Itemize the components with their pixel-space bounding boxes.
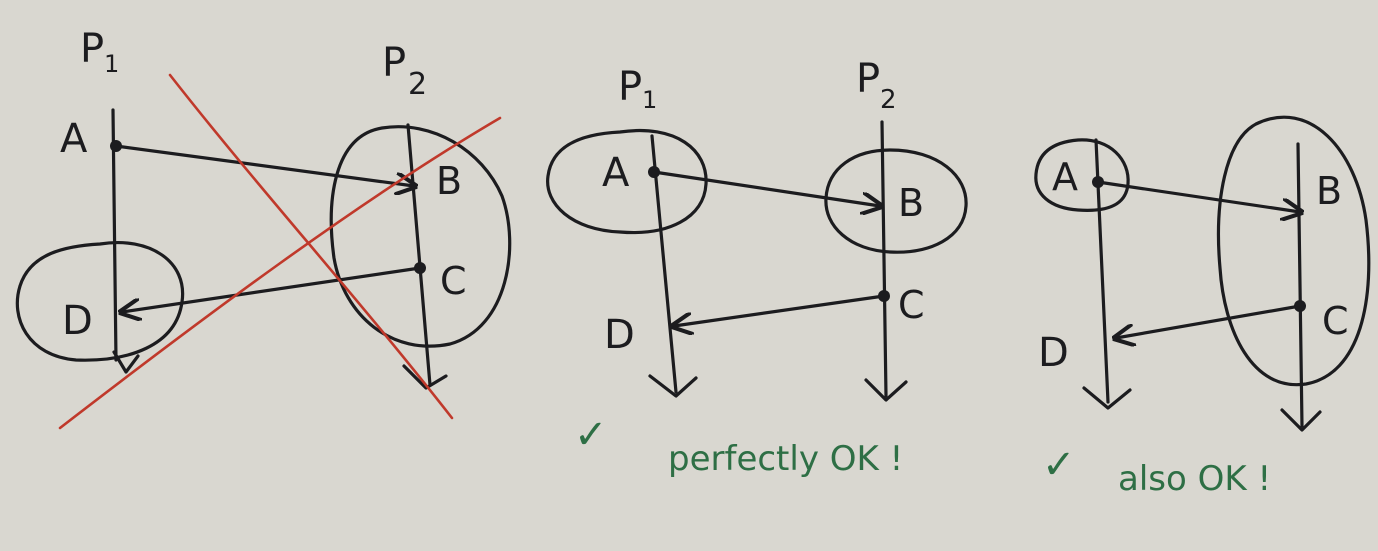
cut-ellipse-b-middle xyxy=(824,148,968,254)
p1-timeline-arrowhead-right xyxy=(1082,386,1132,410)
checkmark-right: ✓ xyxy=(1042,442,1076,488)
event-c-label-middle: C xyxy=(898,283,925,327)
p1-subscript-middle: 1 xyxy=(642,86,657,114)
diagram-left: P 1 P 2 A B C D xyxy=(15,26,512,430)
p1-timeline-arrowhead-middle xyxy=(648,374,698,398)
verdict-middle: perfectly OK ! xyxy=(668,439,903,479)
p2-timeline-right xyxy=(1296,142,1304,428)
checkmark-middle: ✓ xyxy=(574,412,608,458)
diagram-right: A B C D ✓ also OK ! xyxy=(1034,115,1371,499)
p1-timeline-left xyxy=(111,108,118,362)
event-b-label-middle: B xyxy=(898,181,924,225)
message-c-to-d-left xyxy=(122,266,422,312)
event-a-label-left: A xyxy=(60,116,88,162)
p2-subscript-left: 2 xyxy=(408,67,427,102)
cut-ellipse-a-middle xyxy=(546,129,708,235)
event-d-label-middle: D xyxy=(604,312,635,358)
p1-timeline-middle xyxy=(650,134,678,394)
p1-subscript-left: 1 xyxy=(104,50,119,78)
cross-out-line-2 xyxy=(58,116,502,430)
cut-ellipse-bc-right xyxy=(1216,115,1371,387)
verdict-right: also OK ! xyxy=(1118,459,1271,499)
message-a-to-b-middle xyxy=(652,170,880,206)
event-d-label-right: D xyxy=(1038,330,1069,376)
cut-ellipse-d-left xyxy=(15,241,185,362)
p2-label-middle: P xyxy=(856,56,880,102)
event-b-label-right: B xyxy=(1316,169,1342,213)
message-a-to-b-left xyxy=(114,144,414,186)
message-c-to-d-middle xyxy=(674,294,886,326)
p2-timeline-arrowhead-middle xyxy=(864,378,908,402)
event-d-label-left: D xyxy=(62,298,93,344)
p2-label-left: P xyxy=(382,40,406,86)
p2-timeline-arrowhead-left xyxy=(402,364,448,390)
diagram-middle: P 1 P 2 A B C D ✓ perfectly OK ! xyxy=(546,56,968,479)
event-c-label-left: C xyxy=(440,259,467,303)
message-c-to-d-right xyxy=(1116,304,1302,338)
cut-ellipse-a-right xyxy=(1034,138,1130,212)
cut-ellipse-bc-left xyxy=(329,125,512,348)
p2-timeline-arrowhead-right xyxy=(1280,408,1322,432)
event-a-label-middle: A xyxy=(602,150,630,196)
p1-label-middle: P xyxy=(618,64,642,110)
cross-out-line-1 xyxy=(168,73,454,420)
event-a-label-right: A xyxy=(1052,155,1078,199)
p2-timeline-left xyxy=(406,123,432,387)
event-c-label-right: C xyxy=(1322,299,1349,343)
p1-label-left: P xyxy=(80,26,104,72)
message-a-to-b-right xyxy=(1096,180,1300,212)
event-b-label-left: B xyxy=(436,159,462,203)
p2-subscript-middle: 2 xyxy=(880,85,897,115)
p2-timeline-middle xyxy=(880,120,888,398)
